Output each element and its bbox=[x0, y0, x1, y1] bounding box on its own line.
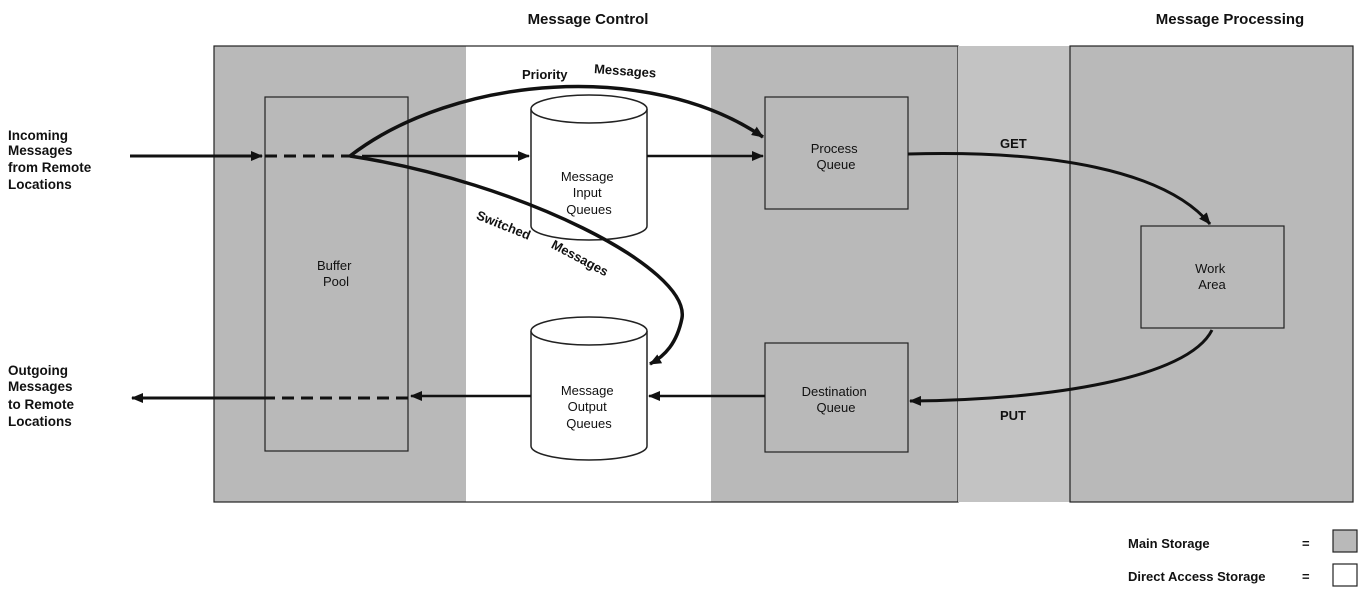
outgoing-messages-label: Outgoing Messages to Remote Locations bbox=[8, 363, 78, 429]
legend-direct-access-swatch bbox=[1332, 563, 1358, 587]
destination-queue-label: Destination Queue bbox=[802, 384, 871, 415]
put-label: PUT bbox=[1000, 408, 1026, 423]
legend-main-storage-swatch bbox=[1332, 529, 1358, 553]
priority-messages-label-2: Messages bbox=[594, 61, 657, 80]
switched-messages-arrow bbox=[349, 154, 684, 366]
get-label: GET bbox=[1000, 136, 1027, 151]
message-output-queues-label: Message Output Queues bbox=[561, 383, 617, 431]
message-input-queues-label: Message Input Queues bbox=[561, 169, 617, 217]
get-arrow bbox=[907, 152, 1212, 225]
region-gap bbox=[958, 46, 1070, 502]
work-area-box bbox=[1140, 225, 1285, 329]
legend: Main Storage = Direct Access Storage = bbox=[1128, 529, 1358, 587]
legend-main-storage-equals: = bbox=[1302, 536, 1310, 551]
destination-queue-box bbox=[764, 342, 909, 453]
legend-main-storage-label: Main Storage bbox=[1128, 536, 1210, 551]
message-input-queues-cylinder bbox=[530, 94, 648, 241]
legend-direct-access-equals: = bbox=[1302, 569, 1310, 584]
priority-messages-arrow bbox=[348, 84, 764, 158]
message-processing-header: Message Processing bbox=[1156, 11, 1304, 28]
work-area-label: Work Area bbox=[1195, 261, 1229, 292]
flow-arrows bbox=[130, 84, 1214, 406]
priority-messages-label: Priority bbox=[522, 67, 568, 82]
buffer-pool-label: Buffer Pool bbox=[317, 258, 355, 289]
put-arrow bbox=[909, 329, 1214, 406]
message-output-queues-cylinder bbox=[530, 316, 648, 461]
legend-direct-access-label: Direct Access Storage bbox=[1128, 569, 1266, 584]
incoming-messages-label: Incoming Messages from Remote Locations bbox=[8, 128, 95, 192]
process-queue-label: Process Queue bbox=[811, 141, 862, 172]
message-control-header: Message Control bbox=[528, 11, 649, 28]
